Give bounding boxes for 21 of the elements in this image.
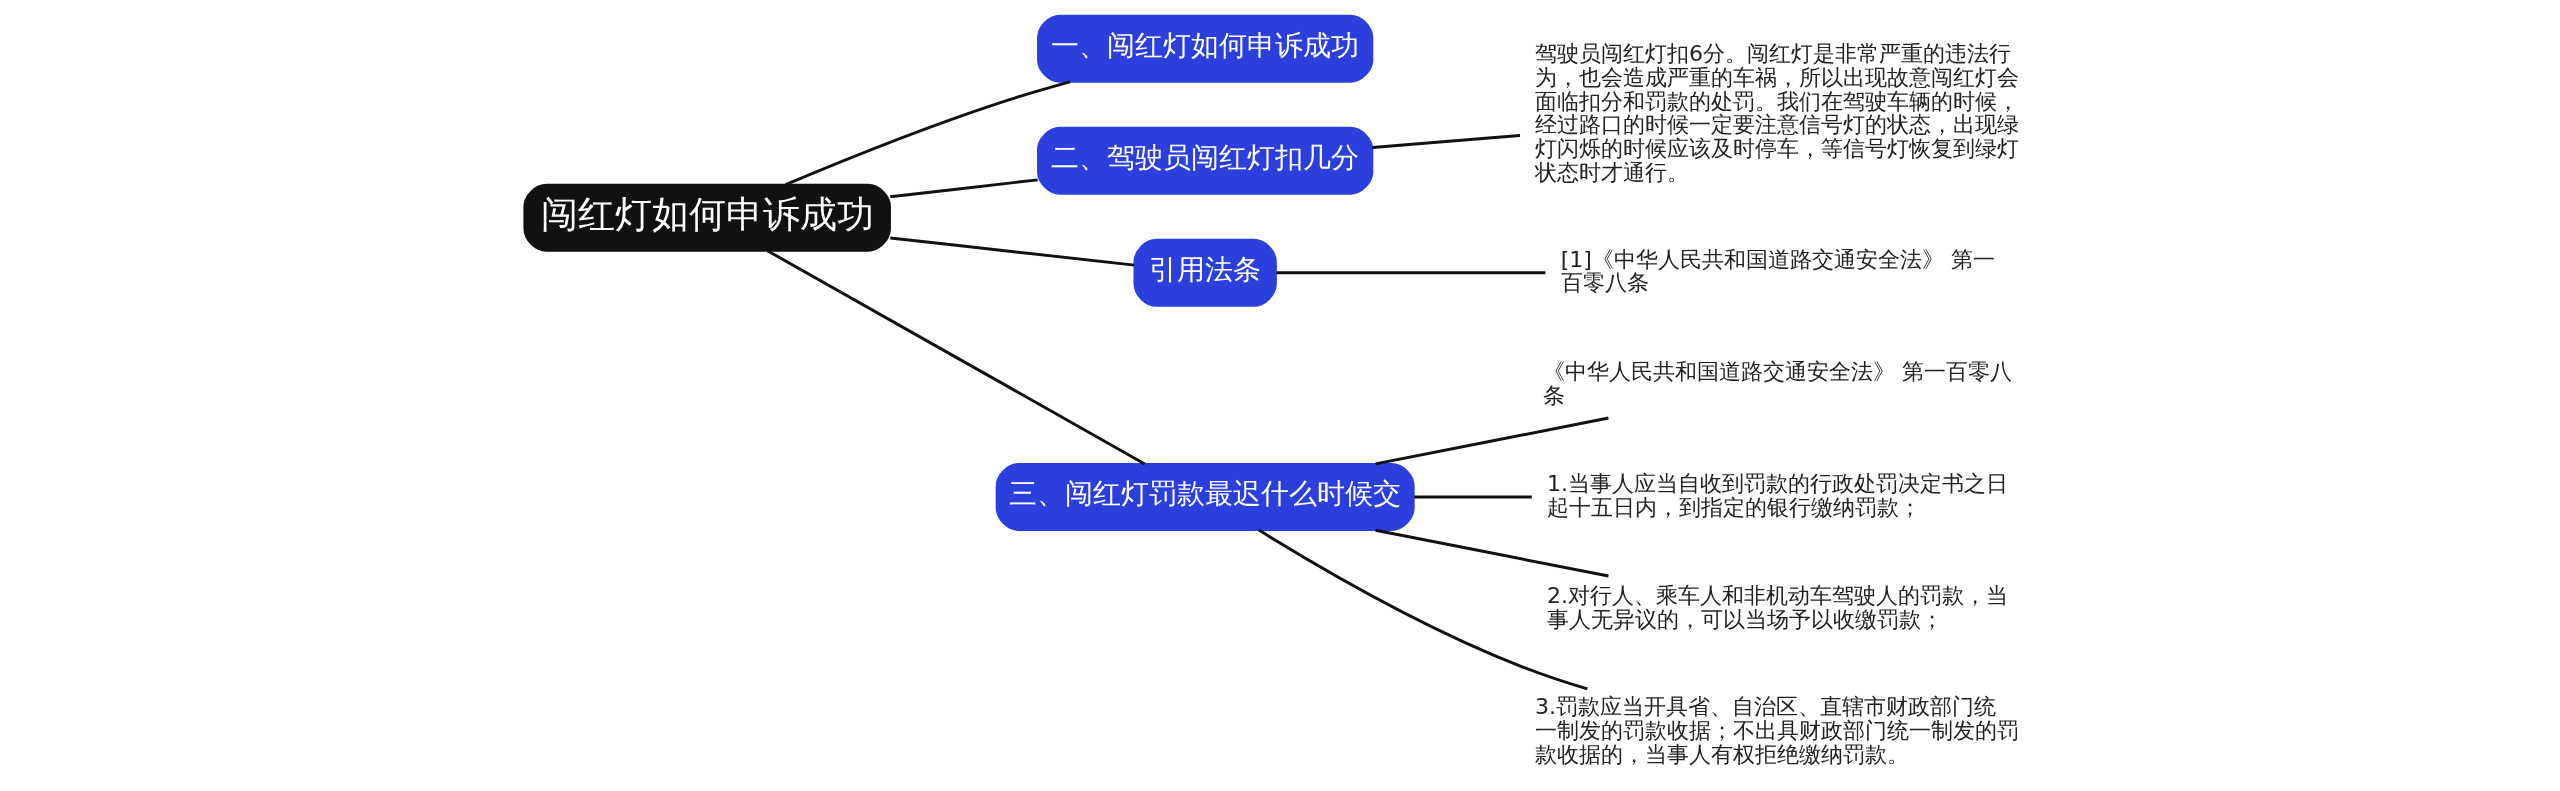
node-text: 2.对行人、乘车人和非机动车驾驶人的罚款，当事人无异议的，可以当场予以收缴罚款； [1546, 582, 2008, 632]
node-text: 3.罚款应当开具省、自治区、直辖市财政部门统一制发的罚款收据；不出具财政部门统一制发的罚款收据的，当事人有权拒绝缴纳罚款。 [1534, 694, 2019, 767]
connector [1413, 495, 1532, 499]
connector [1275, 271, 1545, 275]
connector [1257, 528, 1588, 691]
node-box: 二、驾驶员闯红灯扣几分 [1036, 126, 1373, 195]
connector [1374, 528, 1609, 578]
node-text: 驾驶员闯红灯扣6分。闯红灯是非常严重的违法行为，也会造成严重的车祸，所以出现故意闯红灯会面临扣分和罚款的处罚。我们在驾驶车辆的时候，经过路口的时候一定要注意信号灯的状态，出现绿灯闪烁的时候应该及时停车，等信号灯恢复到绿灯状态时才通行。 [1534, 40, 2019, 186]
node-text: 1.当事人应当自收到罚款的行政处罚决定书之日起十五日内，到指定的银行缴纳罚款； [1546, 470, 2008, 520]
connector [889, 178, 1038, 199]
node-text: [1]《中华人民共和国道路交通安全法》 第一百零八条 [1560, 246, 1995, 296]
connector [766, 249, 1145, 466]
connector [784, 80, 1070, 186]
node-text: 《中华人民共和国道路交通安全法》 第一百零八条 [1542, 358, 2012, 408]
connector [1371, 134, 1520, 149]
node-box: 三、闯红灯罚款最迟什么时候交 [995, 463, 1415, 531]
node-box: 闯红灯如何申诉成功 [522, 183, 891, 252]
connector [1374, 416, 1609, 466]
node-box: 引用法条 [1133, 238, 1277, 307]
connector [889, 236, 1134, 267]
node-box: 一、闯红灯如何申诉成功 [1036, 14, 1373, 83]
